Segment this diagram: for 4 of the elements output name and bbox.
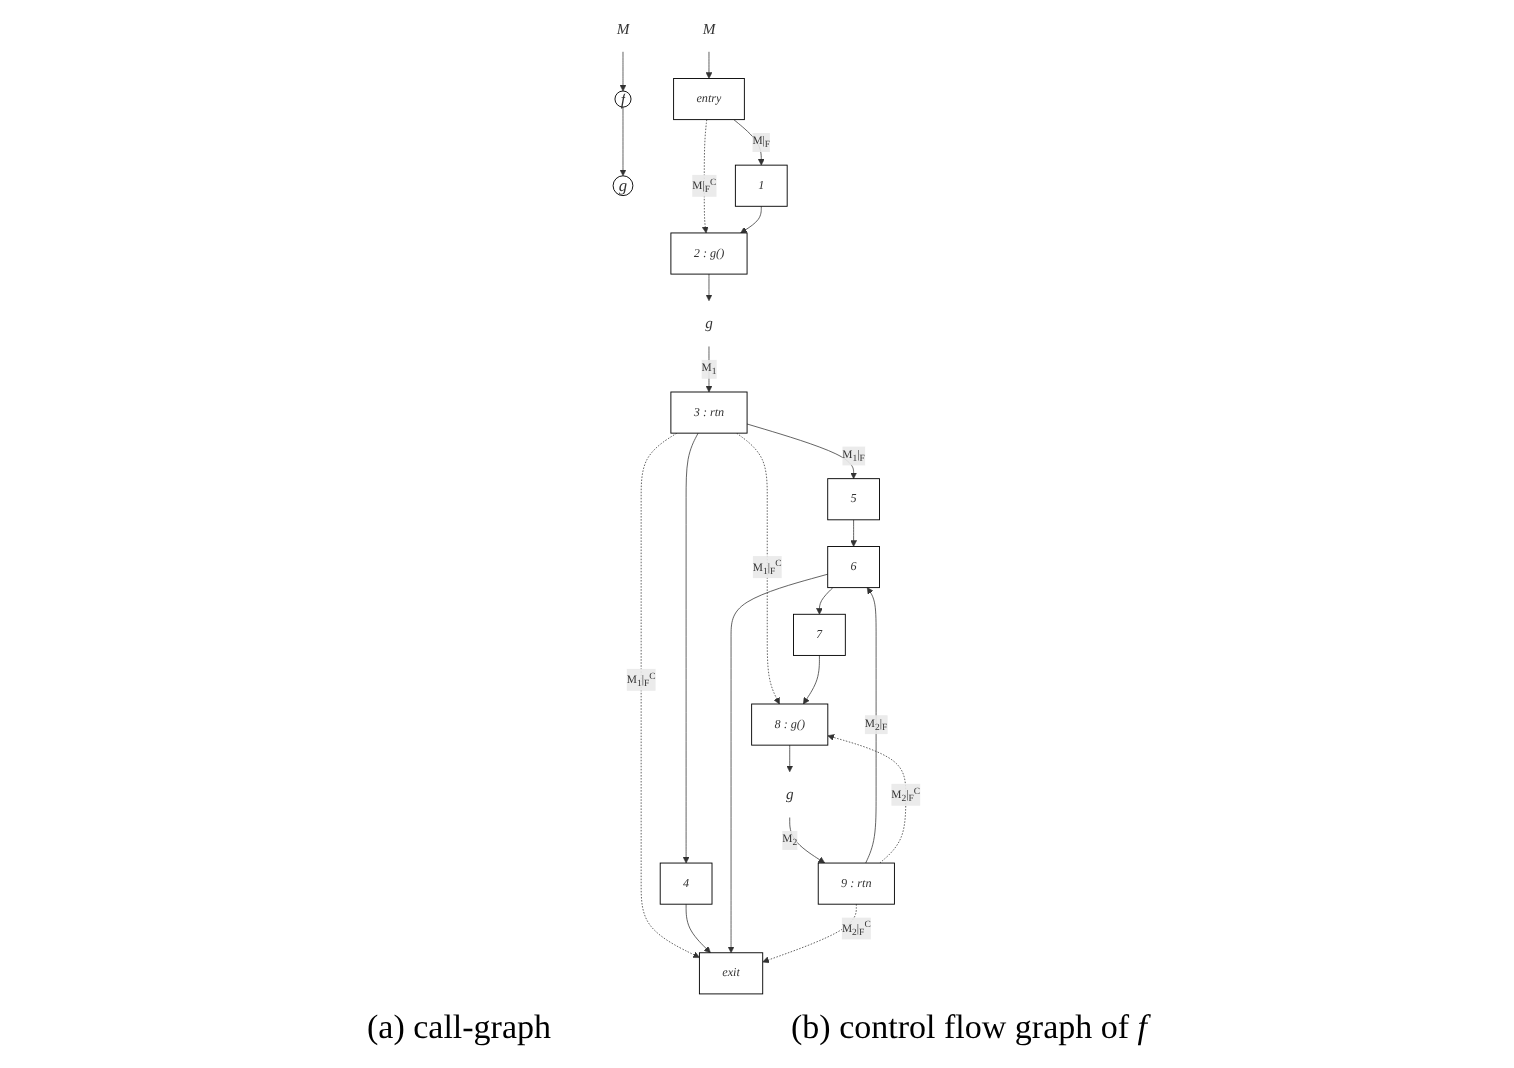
- caption: (a) call-graph: [366, 1008, 552, 1048]
- caption: (b) control flow graph of f: [791, 1008, 1148, 1048]
- node-circle: f: [614, 90, 632, 108]
- node-circle: g: [612, 175, 634, 197]
